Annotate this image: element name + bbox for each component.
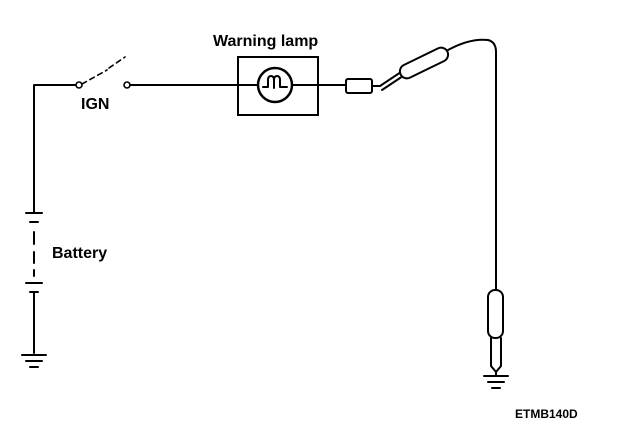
figure-code: ETMB140D	[515, 407, 578, 421]
ground-right-icon	[483, 371, 509, 389]
ign-label: IGN	[81, 96, 109, 113]
test-probe-icon	[379, 38, 497, 291]
warning-lamp-label: Warning lamp	[213, 33, 318, 50]
left-wire	[33, 84, 76, 214]
connector-icon	[345, 78, 381, 94]
ground-icon	[21, 354, 47, 368]
test-probe-lower-icon	[487, 289, 504, 373]
battery-icon	[25, 212, 43, 354]
ignition-switch-icon	[75, 56, 131, 89]
battery-label: Battery	[52, 245, 107, 262]
warning-lamp-icon	[237, 56, 319, 116]
